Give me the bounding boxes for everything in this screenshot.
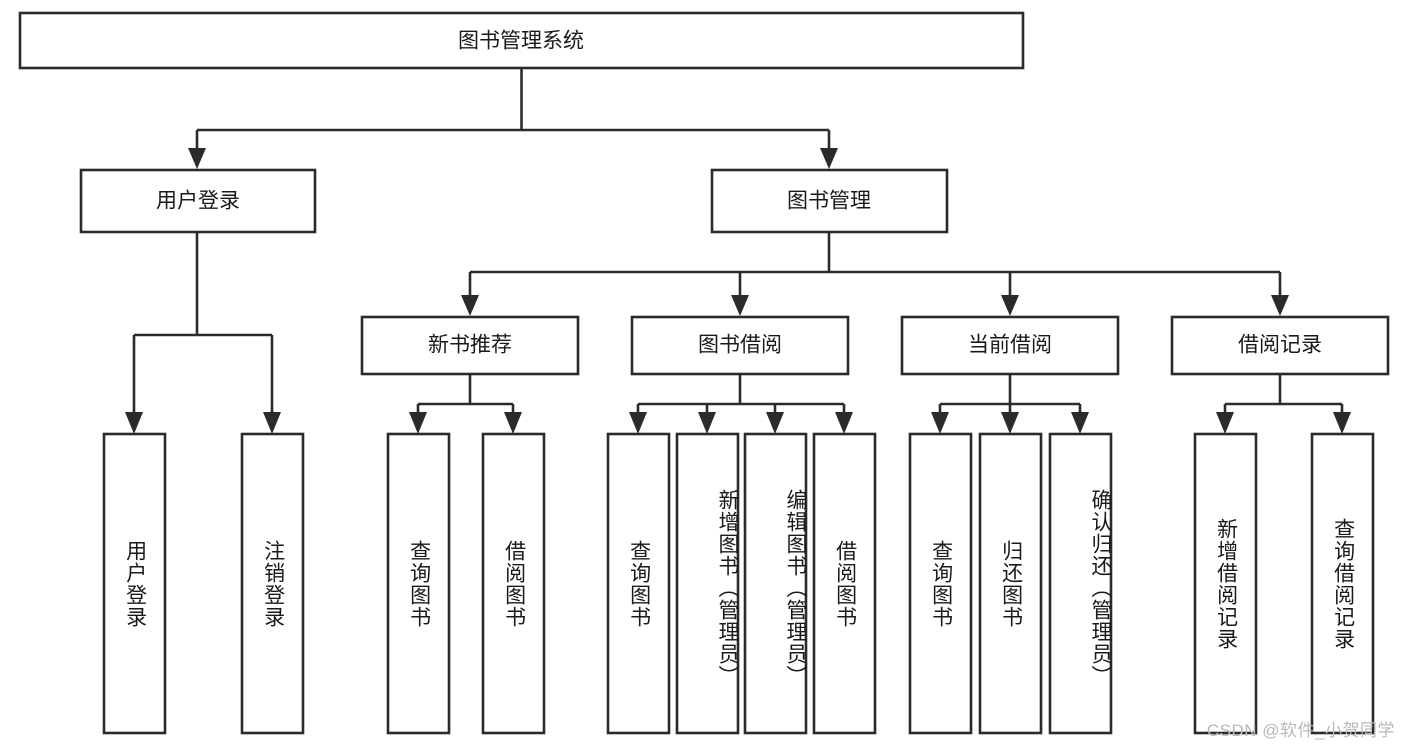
node-box-current-borrow[interactable] bbox=[900, 315, 1120, 376]
node-box-leaf-current-borrow-2[interactable] bbox=[1048, 432, 1113, 735]
node-label-borrow-record: 借阅记录 bbox=[1238, 334, 1322, 357]
node-box-borrow-record[interactable] bbox=[1170, 315, 1390, 376]
arrow-head-icon bbox=[263, 412, 281, 434]
arrow-head-icon bbox=[1271, 295, 1289, 316]
arrow-head-icon bbox=[766, 412, 784, 434]
node-box-leaf-book-borrow-0[interactable] bbox=[606, 432, 671, 735]
node-box-root[interactable] bbox=[18, 11, 1025, 70]
connector-group-current-borrow bbox=[931, 374, 1089, 434]
node-label-current-borrow: 当前借阅 bbox=[968, 334, 1052, 357]
node-label-new-book-recommend: 新书推荐 bbox=[428, 334, 512, 357]
connector-group-new-book bbox=[409, 374, 522, 434]
node-box-book-management[interactable] bbox=[710, 168, 949, 234]
node-box-leaf-user-login-1[interactable] bbox=[240, 432, 305, 735]
node-label-book-borrow: 图书借阅 bbox=[698, 334, 782, 357]
arrow-head-icon bbox=[1001, 412, 1019, 434]
node-box-leaf-new-book-0[interactable] bbox=[386, 432, 451, 735]
node-label-root: 图书管理系统 bbox=[458, 30, 584, 53]
connector-group-user-login bbox=[125, 232, 281, 434]
node-box-leaf-user-login-0[interactable] bbox=[102, 432, 167, 735]
watermark-text: CSDN @软件_小贺同学 bbox=[1206, 721, 1395, 740]
arrow-head-icon bbox=[461, 295, 479, 316]
arrow-head-icon bbox=[188, 148, 206, 169]
node-box-book-borrow[interactable] bbox=[630, 315, 850, 376]
connector-group-borrow-record bbox=[1216, 374, 1351, 434]
arrow-head-icon bbox=[931, 412, 949, 434]
node-box-leaf-book-borrow-3[interactable] bbox=[812, 432, 877, 735]
node-box-leaf-new-book-1[interactable] bbox=[481, 432, 546, 735]
connector-group-book-borrow bbox=[629, 374, 853, 434]
arrow-head-icon bbox=[629, 412, 647, 434]
arrow-head-icon bbox=[409, 412, 427, 434]
node-box-user-login[interactable] bbox=[79, 168, 317, 234]
arrow-head-icon bbox=[835, 412, 853, 434]
node-box-leaf-current-borrow-0[interactable] bbox=[908, 432, 973, 735]
node-box-leaf-borrow-record-0[interactable] bbox=[1193, 432, 1258, 735]
arrow-head-icon bbox=[504, 412, 522, 434]
node-label-user-login: 用户登录 bbox=[156, 190, 240, 213]
arrow-head-icon bbox=[698, 412, 716, 434]
node-box-leaf-borrow-record-1[interactable] bbox=[1310, 432, 1375, 735]
node-box-leaf-current-borrow-1[interactable] bbox=[978, 432, 1043, 735]
arrow-head-icon bbox=[731, 295, 749, 316]
arrow-head-icon bbox=[125, 412, 143, 434]
arrow-head-icon bbox=[1071, 412, 1089, 434]
arrow-head-icon bbox=[1333, 412, 1351, 434]
node-box-leaf-book-borrow-2[interactable] bbox=[743, 432, 808, 735]
arrow-head-icon bbox=[820, 148, 838, 169]
arrow-head-icon bbox=[1001, 295, 1019, 316]
arrow-head-icon bbox=[1216, 412, 1234, 434]
node-box-new-book-recommend[interactable] bbox=[360, 315, 580, 376]
connector-group-book-mgmt bbox=[461, 232, 1289, 316]
node-box-leaf-book-borrow-1[interactable] bbox=[675, 432, 740, 735]
node-label-book-management: 图书管理 bbox=[787, 190, 871, 213]
connector-group-root bbox=[188, 68, 838, 169]
